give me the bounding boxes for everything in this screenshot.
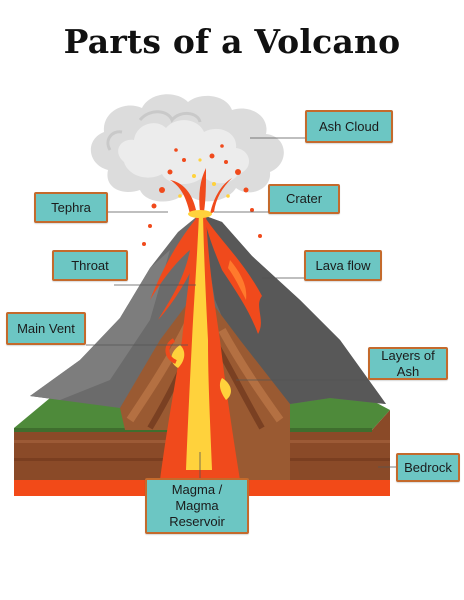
- label-main-vent: Main Vent: [6, 312, 86, 345]
- label-tephra: Tephra: [34, 192, 108, 223]
- label-crater: Crater: [268, 184, 340, 214]
- label-layers-of-ash: Layers of Ash: [368, 347, 448, 380]
- label-magma-line2: Magma Reservoir: [169, 498, 225, 529]
- ground-left-front: [14, 428, 180, 480]
- grass-right: [290, 394, 390, 430]
- label-bedrock: Bedrock: [396, 453, 460, 482]
- label-ash-cloud: Ash Cloud: [305, 110, 393, 143]
- throat-graphic: [186, 214, 212, 470]
- label-magma-line1: Magma /: [171, 482, 223, 497]
- tephra-graphic: [142, 144, 262, 246]
- label-throat: Throat: [52, 250, 128, 281]
- ground-right-front: [290, 410, 390, 480]
- leader-lines: [86, 137, 396, 478]
- page-title: Parts of a Volcano: [63, 22, 401, 61]
- lava-flow-left: [150, 216, 204, 320]
- label-magma-reservoir: Magma / Magma Reservoir: [145, 478, 249, 534]
- ash-cloud-graphic: [90, 94, 284, 202]
- label-lava-flow: Lava flow: [304, 250, 382, 281]
